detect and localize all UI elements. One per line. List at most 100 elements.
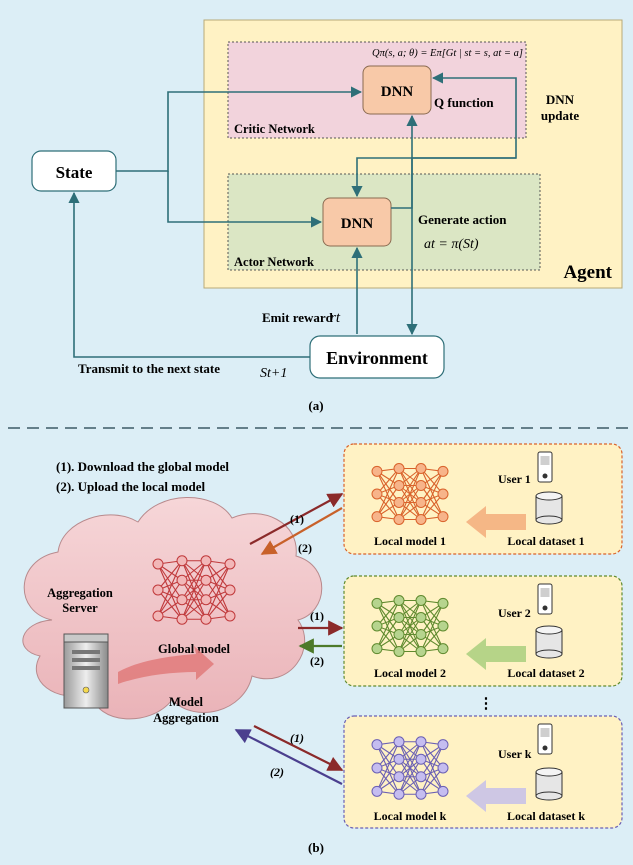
nn-edge (376, 741, 400, 792)
server-label-line1: Aggregation (47, 586, 113, 600)
arrow-state-to-critic (116, 86, 363, 172)
global-model-node (152, 610, 164, 622)
client-1: Local model 1 Local dataset 1 User 1 (343, 443, 623, 555)
nn-edge (205, 563, 231, 620)
critic-network-label: Critic Network (234, 122, 315, 136)
train-arrow-k (466, 780, 526, 812)
local-model-2-node (393, 612, 405, 623)
database-icon-k (535, 767, 563, 801)
global-model-node (200, 613, 212, 625)
critic-network: Critic Network (227, 41, 527, 139)
nn-edge (376, 741, 400, 769)
nn-edge (420, 741, 444, 769)
nn-edge (376, 603, 400, 635)
action-equation: at = π(St) (424, 237, 479, 252)
local-model-1-node (371, 465, 383, 477)
nn-edge (420, 493, 444, 520)
nn-edge (376, 485, 400, 517)
server-label-line2: Server (62, 601, 98, 615)
nn-edge (376, 617, 400, 649)
dnn-update-line1: DNN (546, 92, 575, 107)
local-model-k-node (371, 762, 383, 774)
user-1-label: User 1 (498, 472, 531, 486)
nn-edge (420, 767, 444, 795)
local-model-2-node (415, 595, 427, 606)
nn-edge (376, 600, 400, 627)
global-model-node (224, 584, 236, 596)
state-label: State (56, 163, 93, 182)
local-model-k-node (393, 736, 405, 748)
nn-edge (205, 560, 231, 591)
client-k: Local model k Local dataset k User k (343, 715, 623, 829)
actor-network-label: Actor Network (234, 255, 314, 269)
download-arrow-k (253, 725, 344, 771)
nn-edge (420, 468, 444, 495)
nn-edge (420, 603, 444, 652)
local-model-k-node (437, 785, 449, 797)
train-arrow-1 (466, 506, 526, 538)
step2-label-clientk: (2) (270, 765, 284, 779)
legend-line1: (1). Download the global model (56, 459, 229, 474)
nn-edge (398, 617, 422, 652)
user-2-label: User 2 (498, 606, 531, 620)
state-box: State (31, 150, 117, 192)
local-model-1-network (371, 463, 449, 525)
nn-edge (157, 563, 183, 601)
arrow-update-to-actor (351, 157, 516, 198)
nn-edge (376, 744, 400, 795)
local-model-k-label: Local model k (374, 809, 447, 823)
arrow-env-to-state (68, 191, 310, 358)
model-aggregation-line1: Model (169, 695, 204, 709)
nn-edge (376, 471, 400, 520)
nn-edge (420, 744, 444, 778)
local-model-1-node (437, 488, 449, 500)
local-model-2-node (437, 620, 449, 632)
local-model-1-node (371, 511, 383, 523)
global-model-node (176, 555, 188, 567)
nn-edge (398, 468, 422, 503)
local-model-1-label: Local model 1 (374, 534, 446, 548)
step1-label-client2: (1) (310, 609, 324, 623)
nn-edge (420, 468, 444, 517)
local-model-2-node (371, 643, 383, 655)
nn-edge (181, 560, 207, 601)
nn-edge (181, 579, 207, 620)
nn-edge (420, 471, 444, 503)
local-model-2-node (415, 612, 427, 623)
local-model-k-node (393, 788, 405, 800)
local-dataset-1-label: Local dataset 1 (507, 534, 584, 548)
step2-label-client1: (2) (298, 541, 312, 555)
local-model-1-node (393, 463, 405, 474)
client-2: Local model 2 Local dataset 2 User 2 (343, 575, 623, 687)
dnn-update-line2: update (541, 108, 580, 123)
local-model-2-node (415, 629, 427, 640)
reward-symbol: rt (330, 310, 341, 326)
nn-edge (420, 600, 444, 649)
generate-action-label: Generate action (418, 212, 507, 227)
local-model-2-label: Local model 2 (374, 666, 446, 680)
local-model-1-node (415, 463, 427, 474)
nn-edge (398, 758, 422, 795)
global-model-node (200, 555, 212, 567)
database-icon-2 (535, 625, 563, 659)
actor-dnn-box: DNN (322, 197, 392, 247)
nn-edge (398, 468, 422, 520)
next-state-symbol: St+1 (260, 366, 287, 381)
local-dataset-2-label: Local dataset 2 (507, 666, 584, 680)
step1-label-client1: (1) (290, 512, 304, 526)
local-model-2-network (371, 595, 449, 657)
local-model-1-node (393, 497, 405, 508)
local-model-2-node (437, 597, 449, 609)
caption-a: (a) (308, 398, 323, 413)
vertical-ellipsis: ⋮ (479, 696, 494, 712)
local-model-k-node (371, 785, 383, 797)
local-model-k-node (415, 788, 427, 800)
nn-edge (398, 741, 422, 795)
global-model-node (200, 594, 212, 606)
model-aggregation-line2: Aggregation (153, 711, 219, 725)
global-model-node (176, 613, 188, 625)
nn-edge (157, 579, 183, 617)
local-dataset-k-label: Local dataset k (507, 809, 585, 823)
nn-edge (420, 617, 444, 649)
nn-edge (181, 560, 207, 620)
